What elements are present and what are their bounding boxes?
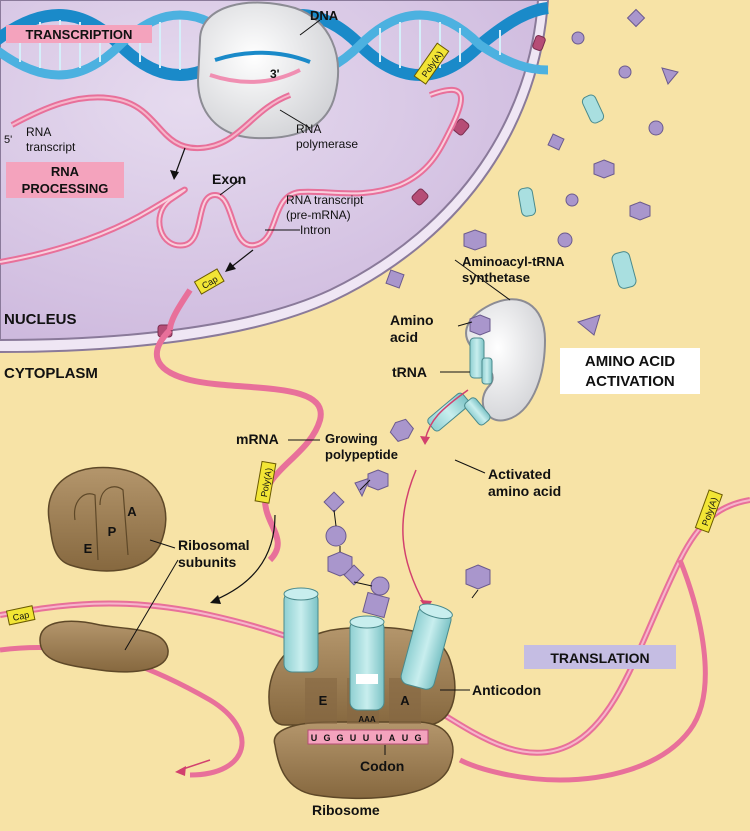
pre-mrna-label-1: RNA transcript bbox=[286, 193, 364, 207]
activated-amino-acid-label-2: amino acid bbox=[488, 483, 561, 499]
growing-polypeptide bbox=[323, 469, 491, 619]
codon-label: Codon bbox=[360, 758, 404, 774]
activated-amino-acid bbox=[389, 392, 491, 442]
svg-text:P: P bbox=[108, 524, 117, 539]
svg-text:PROCESSING: PROCESSING bbox=[22, 181, 109, 196]
rna-polymerase bbox=[196, 1, 340, 140]
synthetase-label-1: Aminoacyl-tRNA bbox=[462, 254, 565, 269]
black-arrows bbox=[174, 147, 276, 601]
dna-label: DNA bbox=[310, 8, 339, 23]
trna-label: tRNA bbox=[392, 364, 427, 380]
svg-text:A: A bbox=[389, 733, 396, 743]
svg-text:TRANSLATION: TRANSLATION bbox=[550, 650, 649, 666]
exon-label: Exon bbox=[212, 171, 246, 187]
nucleus-label: NUCLEUS bbox=[4, 311, 77, 328]
pre-mrna-label-2: (pre-mRNA) bbox=[286, 208, 351, 222]
rna-transcript-strand bbox=[10, 92, 292, 152]
rna-transcript-label-2: transcript bbox=[26, 140, 76, 154]
svg-text:A: A bbox=[127, 504, 137, 519]
cytoplasm-label: CYTOPLASM bbox=[4, 365, 98, 382]
nucleus bbox=[0, 0, 550, 353]
svg-text:TRANSCRIPTION: TRANSCRIPTION bbox=[26, 27, 133, 42]
amino-acid-activation-stage-label: AMINO ACID ACTIVATION bbox=[560, 348, 700, 394]
svg-text:E: E bbox=[319, 693, 328, 708]
rna-polymerase-label-1: RNA bbox=[296, 122, 321, 136]
ribosomal-subunits-label-2: subunits bbox=[178, 554, 237, 570]
rna-transcript-label-1: RNA bbox=[26, 125, 51, 139]
five-prime-label: 5' bbox=[4, 134, 12, 146]
ribosomal-leader-lines bbox=[124, 539, 179, 651]
ribosome-label: Ribosome bbox=[312, 802, 380, 818]
svg-text:AMINO ACID: AMINO ACID bbox=[585, 353, 675, 370]
svg-text:ACTIVATION: ACTIVATION bbox=[585, 373, 674, 390]
rna-processing-stage-label: RNA PROCESSING bbox=[6, 162, 124, 198]
svg-text:RNA: RNA bbox=[51, 164, 80, 179]
free-trnas bbox=[517, 94, 637, 289]
growing-polypeptide-label-1: Growing bbox=[325, 431, 378, 446]
activated-amino-acid-label-1: Activated bbox=[488, 466, 551, 482]
polypeptide-bonds bbox=[333, 479, 479, 599]
cap-tag-nucleus: Cap bbox=[193, 268, 225, 295]
translation-stage-label: TRANSLATION bbox=[524, 645, 676, 669]
amino-acid-label-2: acid bbox=[390, 329, 418, 345]
svg-text:G: G bbox=[336, 733, 343, 743]
ribosomal-subunits-label-1: Ribosomal bbox=[178, 537, 250, 553]
svg-text:U: U bbox=[402, 733, 409, 743]
cap-tag-left: Cap bbox=[5, 605, 36, 626]
svg-text:U: U bbox=[376, 733, 383, 743]
svg-text:U: U bbox=[311, 733, 318, 743]
three-prime-label: 3' bbox=[270, 67, 280, 81]
svg-text:U: U bbox=[350, 733, 357, 743]
rna-polymerase-label-2: polymerase bbox=[296, 137, 358, 151]
free-amino-acids bbox=[385, 8, 679, 336]
svg-text:U: U bbox=[363, 733, 370, 743]
black-arrow-heads bbox=[170, 170, 236, 604]
mrna-label: mRNA bbox=[236, 431, 279, 447]
svg-text:Cap: Cap bbox=[12, 610, 30, 623]
growing-polypeptide-label-2: polypeptide bbox=[325, 447, 398, 462]
ribosomal-subunits: E P A bbox=[39, 466, 169, 673]
synthetase-label-2: synthetase bbox=[462, 270, 530, 285]
svg-text:G: G bbox=[414, 733, 421, 743]
transcription-stage-label: TRANSCRIPTION bbox=[6, 25, 152, 43]
svg-text:G: G bbox=[323, 733, 330, 743]
pre-mrna-strand bbox=[0, 87, 464, 265]
codon-bases: U G G U U U A U G bbox=[311, 733, 422, 743]
svg-text:E: E bbox=[84, 541, 93, 556]
amino-acid-label-1: Amino bbox=[390, 312, 434, 328]
aminoacyl-trna-synthetase bbox=[465, 298, 547, 422]
poly-a-tag-mrna: Poly(A) bbox=[254, 460, 277, 504]
ribosome-trnas: AAA bbox=[283, 587, 453, 724]
label-leader-lines bbox=[219, 19, 511, 755]
intron-label: Intron bbox=[300, 223, 331, 237]
svg-text:A: A bbox=[400, 693, 410, 708]
anticodon-label: Anticodon bbox=[472, 682, 541, 698]
svg-text:AAA: AAA bbox=[358, 715, 376, 724]
codon-strip bbox=[307, 729, 429, 745]
